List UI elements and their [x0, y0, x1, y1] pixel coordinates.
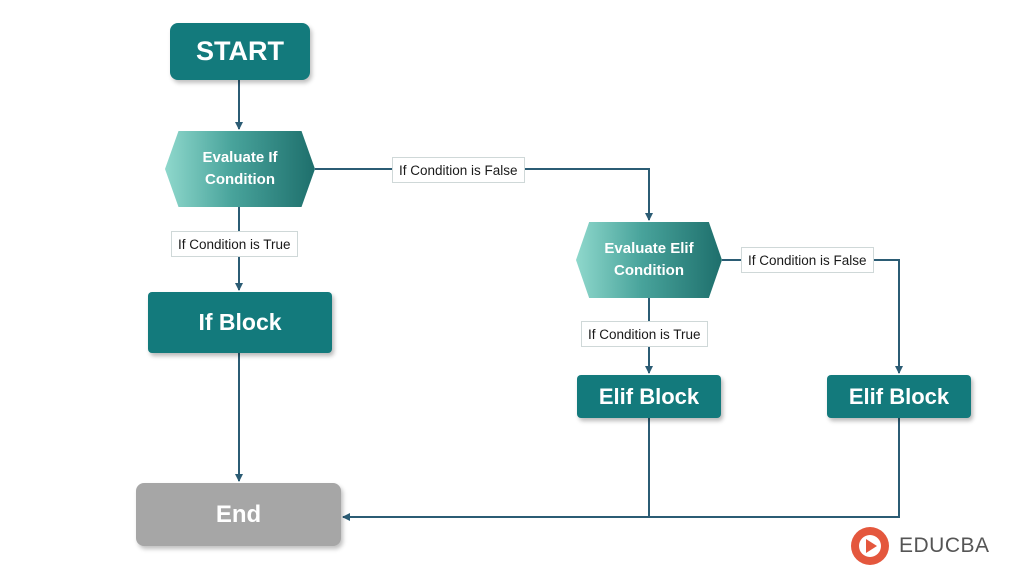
- evaluate-elif-to-elif-block-2-arrow: [722, 259, 903, 374]
- educba-logo-icon: [851, 527, 889, 565]
- evaluate-elif-label: Evaluate Elif Condition: [604, 240, 694, 279]
- evaluate-elif-condition-node: Evaluate Elif Condition: [576, 222, 722, 298]
- if-false-label: If Condition is False: [392, 157, 525, 183]
- if-block-node: If Block: [148, 292, 332, 353]
- start-node: START: [170, 23, 310, 80]
- elif-block-node-2: Elif Block: [827, 375, 971, 418]
- elif-false-label: If Condition is False: [741, 247, 874, 273]
- elif-blocks-to-end-arrow: [342, 418, 900, 521]
- elif-block-node-1: Elif Block: [577, 375, 721, 418]
- educba-logo-text: EDUCBA: [899, 534, 990, 557]
- elif-true-label: If Condition is True: [581, 321, 708, 347]
- educba-logo: EDUCBA: [849, 525, 990, 567]
- evaluate-if-condition-node: Evaluate If Condition: [165, 131, 315, 207]
- evaluate-if-label: Evaluate If Condition: [202, 149, 278, 188]
- if-true-label: If Condition is True: [171, 231, 298, 257]
- end-node: End: [136, 483, 341, 546]
